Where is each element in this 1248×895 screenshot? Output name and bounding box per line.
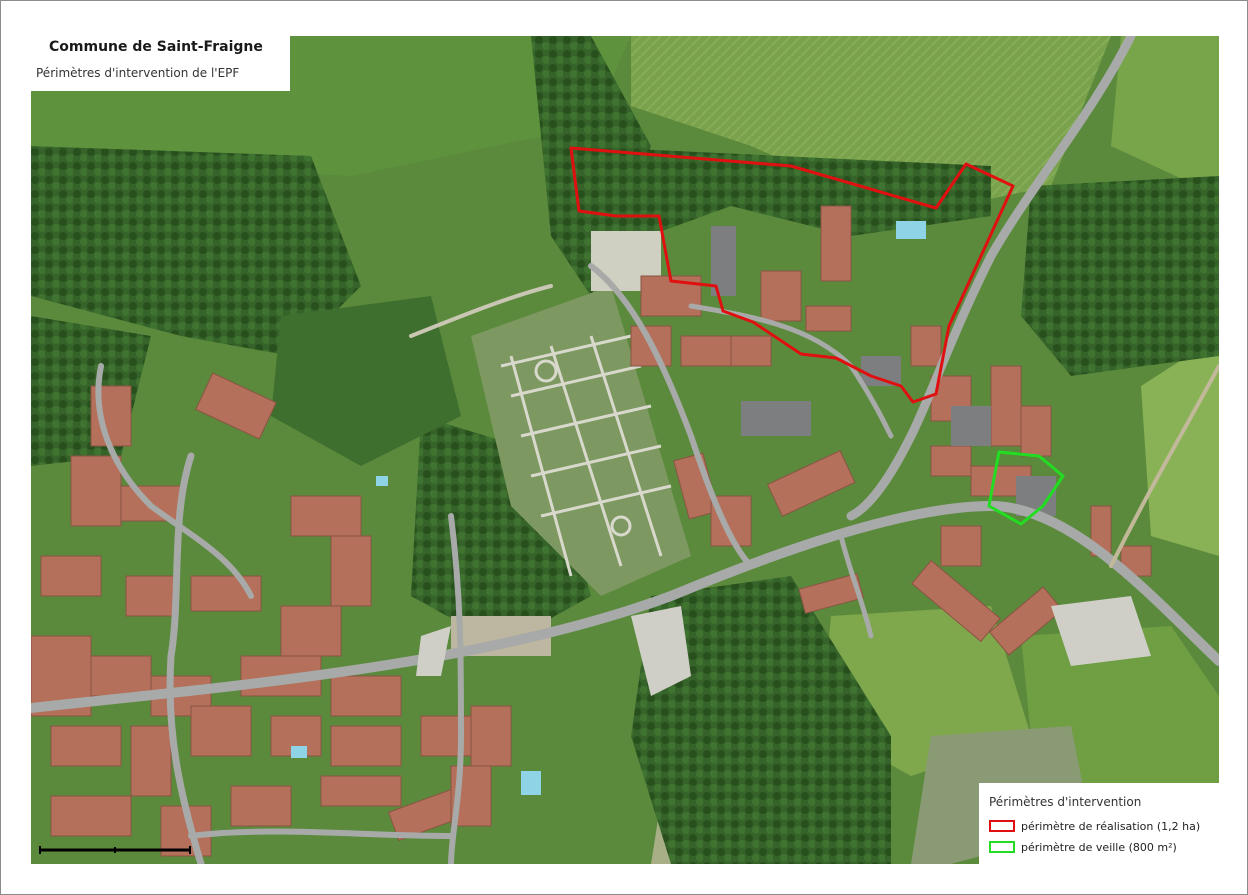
- open-areas: [416, 596, 1151, 696]
- legend-item-realisation: périmètre de réalisation (1,2 ha): [989, 817, 1200, 835]
- legend-label-veille: périmètre de veille (800 m²): [1021, 840, 1177, 854]
- realisation-swatch-icon: [989, 820, 1015, 832]
- legend-title: Périmètres d'intervention: [989, 795, 1142, 809]
- map-title: Commune de Saint-Fraigne: [49, 39, 263, 55]
- map-subtitle: Périmètres d'intervention de l'EPF: [36, 66, 240, 80]
- map-title-box: Commune de Saint-Fraigne Périmètres d'in…: [31, 36, 290, 91]
- aerial-photo: [31, 36, 1219, 864]
- aerial-map[interactable]: [31, 36, 1219, 864]
- realisation-perimeter[interactable]: [569, 146, 1015, 404]
- pools: [291, 221, 926, 795]
- roads: [31, 36, 1219, 864]
- veille-perimeter[interactable]: [987, 450, 1065, 526]
- legend-item-veille: périmètre de veille (800 m²): [989, 838, 1177, 856]
- legend-label-realisation: périmètre de réalisation (1,2 ha): [1021, 819, 1201, 833]
- map-legend: Périmètres d'intervention périmètre de r…: [979, 783, 1219, 864]
- veille-swatch-icon: [989, 841, 1015, 853]
- scale-bar: [39, 846, 191, 854]
